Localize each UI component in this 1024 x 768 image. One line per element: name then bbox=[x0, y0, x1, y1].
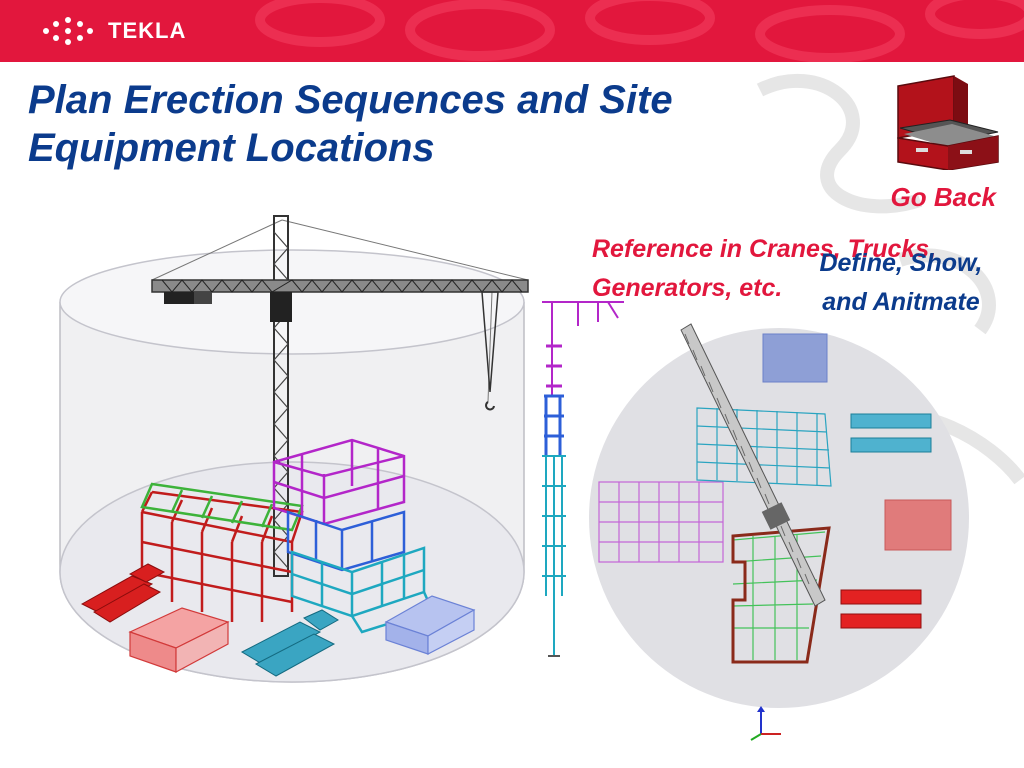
animate-caption-line-1: Define, Show, bbox=[819, 249, 983, 277]
blue-equipment-box bbox=[384, 595, 476, 655]
reference-caption-line-2: Generators, etc. bbox=[592, 273, 783, 302]
plan-magenta-grid bbox=[598, 481, 724, 563]
header-swirl-decoration bbox=[255, 0, 1024, 62]
red-generator-box bbox=[128, 607, 230, 674]
plan-red-trucks bbox=[840, 589, 922, 629]
plan-teal-grid bbox=[696, 407, 832, 487]
logo-wordmark: TEKLA bbox=[108, 18, 187, 43]
red-steel-frame bbox=[140, 490, 304, 622]
axis-gizmo-icon bbox=[750, 706, 781, 741]
red-truck-models bbox=[80, 563, 166, 623]
plan-red-generator bbox=[884, 499, 952, 551]
title-line-1: Plan Erection Sequences and Site bbox=[28, 78, 673, 122]
tower-crane-icon bbox=[151, 215, 529, 577]
side-elevation-view bbox=[542, 301, 624, 657]
header-bar: TEKLA bbox=[0, 0, 1024, 62]
site-plan-view bbox=[589, 323, 969, 708]
tekla-logo[interactable]: TEKLA bbox=[40, 14, 186, 48]
title-line-2: Equipment Locations bbox=[28, 126, 435, 170]
animate-caption: Define, Show, and Anitmate bbox=[796, 244, 1006, 322]
reference-caption-line-1: Reference in Cranes, Trucks, bbox=[592, 235, 937, 263]
teal-truck-models bbox=[240, 609, 339, 677]
plan-blue-equipment bbox=[762, 333, 828, 383]
plan-green-grid bbox=[732, 531, 826, 660]
animate-caption-line-2: and Anitmate bbox=[822, 287, 980, 316]
magenta-steel-frame bbox=[272, 438, 406, 526]
toolbox-icon[interactable] bbox=[890, 74, 1002, 170]
go-back-link[interactable]: Go Back bbox=[890, 182, 997, 212]
tekla-logo-icon bbox=[43, 17, 93, 45]
blue-steel-frame bbox=[286, 510, 406, 572]
plan-building-outline bbox=[731, 526, 831, 664]
site-model-3d-view bbox=[59, 215, 529, 683]
page-title: Plan Erection Sequences and Site Equipme… bbox=[28, 76, 788, 172]
plan-crane-jib bbox=[680, 323, 826, 607]
reference-caption: Reference in Cranes, Trucks, Generators,… bbox=[592, 230, 1012, 308]
plan-teal-trucks bbox=[850, 413, 932, 453]
